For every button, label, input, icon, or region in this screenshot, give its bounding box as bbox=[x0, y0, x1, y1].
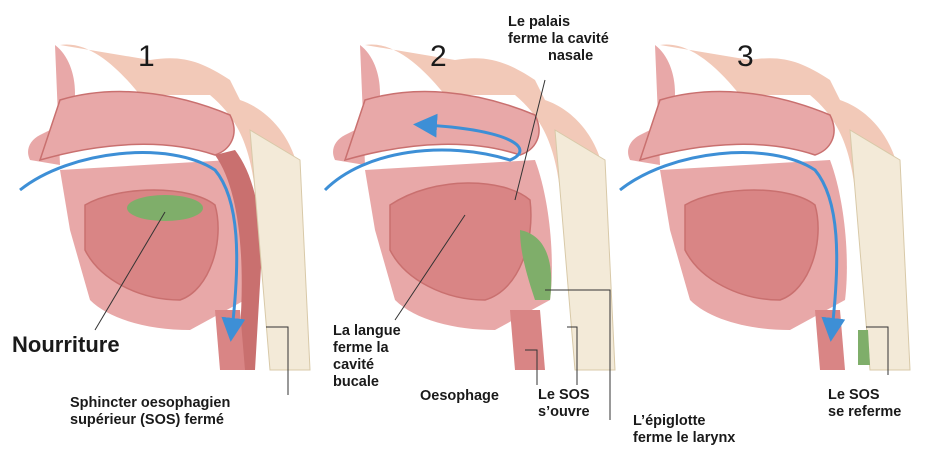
panel-number-3: 3 bbox=[737, 40, 754, 74]
label-langue: La langue ferme la cavité bucale bbox=[333, 323, 401, 391]
label-langue-line4: bucale bbox=[333, 374, 401, 391]
label-langue-line1: La langue bbox=[333, 323, 401, 340]
panel-3-anatomy bbox=[620, 44, 910, 375]
label-epiglotte-line1: L’épiglotte bbox=[633, 413, 735, 430]
nasal-cavity bbox=[640, 92, 834, 160]
label-sos-ferme: Sphincter oesophagien supérieur (SOS) fe… bbox=[70, 395, 230, 429]
label-epiglotte-line2: ferme le larynx bbox=[633, 430, 735, 447]
label-langue-line3: cavité bbox=[333, 357, 401, 374]
vertebrae bbox=[555, 130, 615, 370]
label-langue-line2: ferme la bbox=[333, 340, 401, 357]
label-sos-ferme-line2: supérieur (SOS) fermé bbox=[70, 412, 230, 429]
label-palais-line1: Le palais bbox=[508, 14, 609, 31]
label-nourriture: Nourriture bbox=[12, 333, 120, 357]
trachea bbox=[215, 310, 245, 370]
label-sos-referme-line2: se referme bbox=[828, 404, 901, 421]
trachea bbox=[815, 310, 845, 370]
label-sos-ouvre-line1: Le SOS bbox=[538, 387, 590, 404]
label-palais: Le palais ferme la cavité nasale bbox=[508, 14, 609, 65]
label-sos-ouvre: Le SOS s’ouvre bbox=[538, 387, 590, 421]
trachea bbox=[510, 310, 545, 370]
label-palais-line3: nasale bbox=[508, 48, 609, 65]
label-sos-referme: Le SOS se referme bbox=[828, 387, 901, 421]
food-bolus bbox=[127, 195, 203, 221]
label-sos-ferme-line1: Sphincter oesophagien bbox=[70, 395, 230, 412]
panel-number-1: 1 bbox=[138, 40, 155, 74]
label-palais-line2: ferme la cavité bbox=[508, 31, 609, 48]
label-sos-ouvre-line2: s’ouvre bbox=[538, 404, 590, 421]
nasal-cavity bbox=[40, 92, 234, 160]
food-bolus bbox=[858, 330, 870, 365]
label-oesophage: Oesophage bbox=[420, 388, 499, 405]
panel-number-2: 2 bbox=[430, 40, 447, 74]
label-sos-referme-line1: Le SOS bbox=[828, 387, 901, 404]
label-epiglotte: L’épiglotte ferme le larynx bbox=[633, 413, 735, 447]
